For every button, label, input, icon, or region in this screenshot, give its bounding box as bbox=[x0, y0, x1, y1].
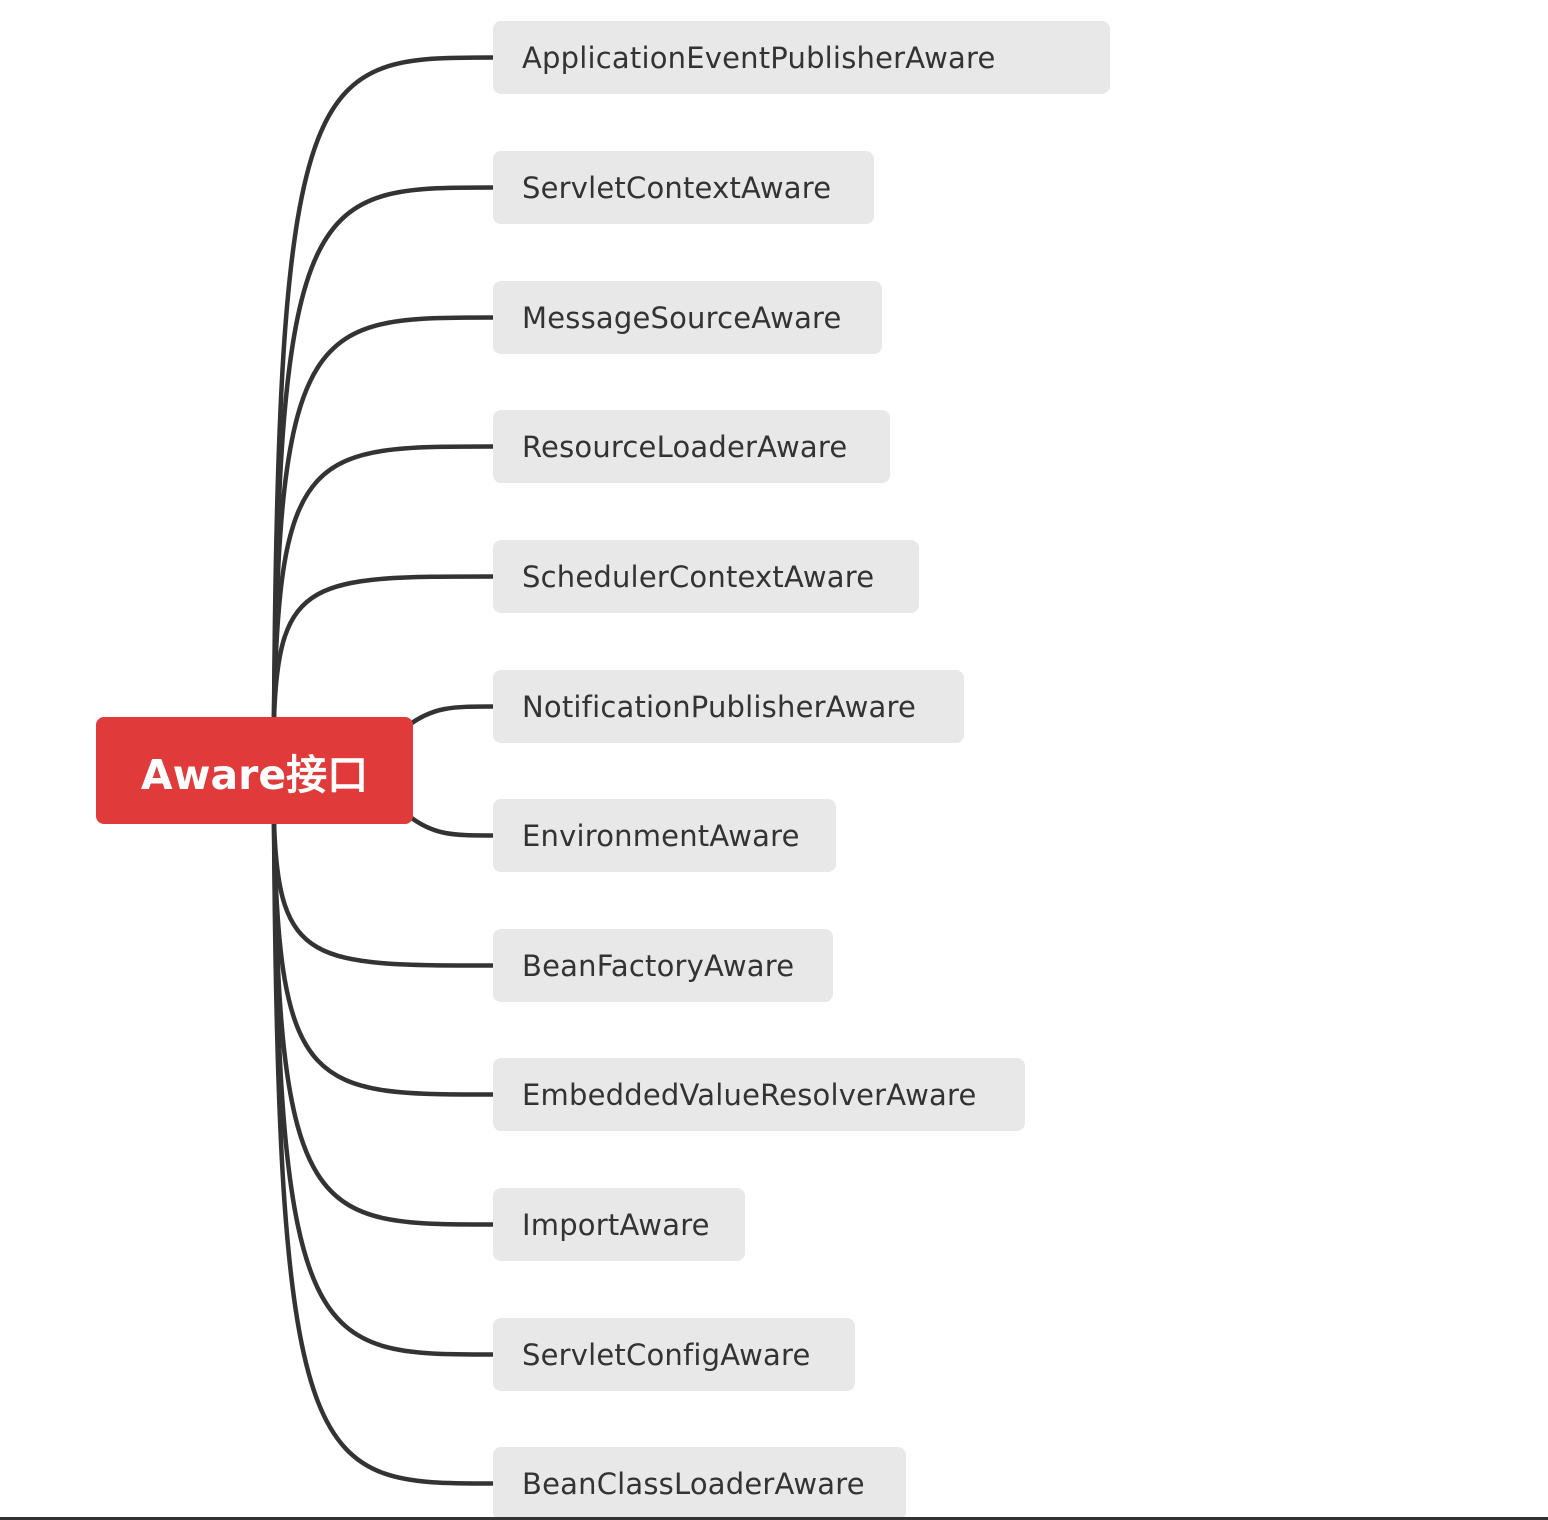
child-topic-node[interactable]: EmbeddedValueResolverAware bbox=[493, 1058, 1025, 1131]
child-topic-node[interactable]: MessageSourceAware bbox=[493, 281, 882, 354]
child-topic-node[interactable]: EnvironmentAware bbox=[493, 799, 836, 872]
child-topic-label: SchedulerContextAware bbox=[522, 559, 875, 594]
child-topic-node[interactable]: ServletContextAware bbox=[493, 151, 874, 224]
child-topic-node[interactable]: BeanClassLoaderAware bbox=[493, 1447, 906, 1520]
child-topic-label: EnvironmentAware bbox=[522, 818, 800, 853]
connector-line bbox=[271, 55, 496, 723]
child-topic-label: ResourceLoaderAware bbox=[522, 429, 848, 464]
child-topic-label: ApplicationEventPublisherAware bbox=[522, 40, 996, 75]
child-topic-label: BeanClassLoaderAware bbox=[522, 1466, 865, 1501]
connector-line bbox=[271, 185, 496, 723]
child-topic-node[interactable]: ResourceLoaderAware bbox=[493, 410, 890, 483]
child-topic-node[interactable]: NotificationPublisherAware bbox=[493, 670, 964, 743]
child-topic-label: ImportAware bbox=[522, 1207, 710, 1242]
connector-line bbox=[271, 315, 496, 723]
root-topic-node[interactable]: Aware接口 bbox=[96, 717, 413, 824]
connector-line bbox=[271, 818, 496, 968]
connector-line bbox=[271, 818, 496, 1486]
connector-line bbox=[271, 574, 496, 723]
connector-line bbox=[404, 704, 496, 729]
child-topic-node[interactable]: ImportAware bbox=[493, 1188, 745, 1261]
child-topic-label: ServletContextAware bbox=[522, 170, 832, 205]
child-topic-label: ServletConfigAware bbox=[522, 1337, 811, 1372]
child-topic-node[interactable]: SchedulerContextAware bbox=[493, 540, 919, 613]
child-topic-label: EmbeddedValueResolverAware bbox=[522, 1077, 977, 1112]
bottom-divider bbox=[0, 1517, 1548, 1520]
child-topic-node[interactable]: BeanFactoryAware bbox=[493, 929, 833, 1002]
connector-line bbox=[271, 818, 496, 1097]
child-topic-node[interactable]: ServletConfigAware bbox=[493, 1318, 855, 1391]
child-topic-label: NotificationPublisherAware bbox=[522, 689, 917, 724]
connector-line bbox=[271, 444, 496, 723]
child-topic-node[interactable]: ApplicationEventPublisherAware bbox=[493, 21, 1110, 94]
connector-line bbox=[404, 812, 496, 838]
root-topic-label: Aware接口 bbox=[140, 750, 369, 799]
connector-line bbox=[271, 818, 496, 1227]
child-topic-label: MessageSourceAware bbox=[522, 300, 842, 335]
child-topic-label: BeanFactoryAware bbox=[522, 948, 795, 983]
connector-line bbox=[271, 818, 496, 1357]
